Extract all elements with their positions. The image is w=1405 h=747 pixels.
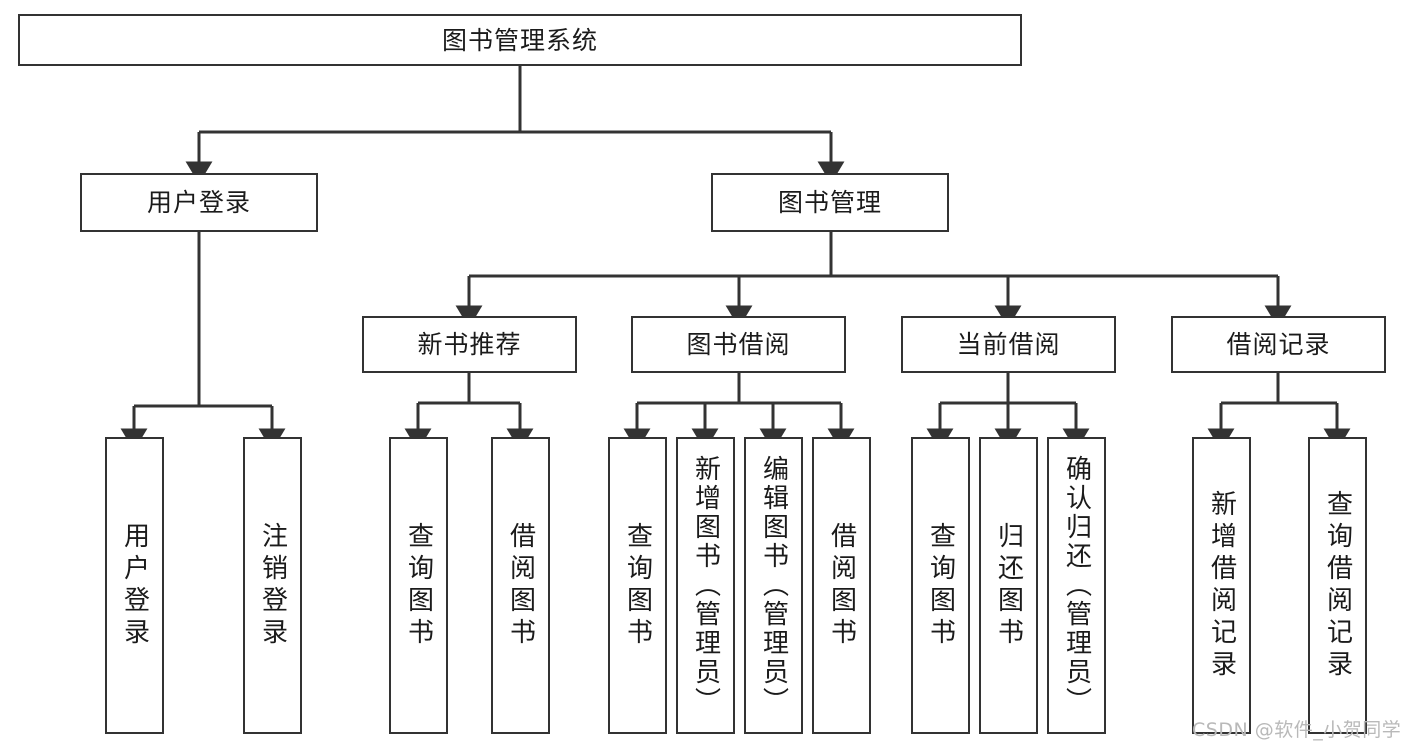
csdn-watermark: CSDN @软件_小贺同学 [1192, 719, 1402, 741]
node-label: 新增借阅记录 [1206, 489, 1237, 682]
node-label: 当前借阅 [956, 330, 1061, 359]
leaf-current-borrow-confirm-return-admin[interactable]: 确认归还（管理员） [1047, 437, 1106, 734]
leaf-new-book-query-book[interactable]: 查询图书 [389, 437, 448, 734]
node-new-book-recommend[interactable]: 新书推荐 [362, 316, 577, 373]
node-label: 查询图书 [622, 521, 653, 650]
node-root-system[interactable]: 图书管理系统 [18, 14, 1022, 66]
node-label: 图书管理系统 [441, 25, 598, 55]
node-label: 查询图书 [925, 521, 956, 650]
node-borrow-record[interactable]: 借阅记录 [1171, 316, 1386, 373]
leaf-borrow-book-edit-book-admin[interactable]: 编辑图书（管理员） [744, 437, 803, 734]
leaf-current-borrow-return-book[interactable]: 归还图书 [979, 437, 1038, 734]
node-label: 确认归还（管理员） [1061, 455, 1092, 716]
node-label: 图书管理 [777, 188, 882, 217]
node-label: 查询图书 [403, 521, 434, 650]
node-label: 新增图书（管理员） [690, 455, 721, 716]
node-label: 用户登录 [119, 521, 150, 650]
leaf-borrow-record-add-record[interactable]: 新增借阅记录 [1192, 437, 1251, 734]
node-label: 注销登录 [257, 521, 288, 650]
leaf-user-login-logout[interactable]: 注销登录 [243, 437, 302, 734]
node-label: 查询借阅记录 [1322, 489, 1353, 682]
node-book-borrow[interactable]: 图书借阅 [631, 316, 846, 373]
leaf-borrow-book-add-book-admin[interactable]: 新增图书（管理员） [676, 437, 735, 734]
node-label: 图书借阅 [686, 330, 791, 359]
leaf-borrow-book-borrow-book[interactable]: 借阅图书 [812, 437, 871, 734]
node-label: 编辑图书（管理员） [758, 455, 789, 716]
node-label: 借阅记录 [1226, 330, 1331, 359]
leaf-borrow-record-query-record[interactable]: 查询借阅记录 [1308, 437, 1367, 734]
leaf-user-login-login[interactable]: 用户登录 [105, 437, 164, 734]
node-user-login[interactable]: 用户登录 [80, 173, 318, 232]
node-label: 借阅图书 [505, 521, 536, 650]
node-label: 归还图书 [993, 521, 1024, 650]
leaf-new-book-borrow-book[interactable]: 借阅图书 [491, 437, 550, 734]
leaf-borrow-book-query-book[interactable]: 查询图书 [608, 437, 667, 734]
node-label: 借阅图书 [826, 521, 857, 650]
node-book-management[interactable]: 图书管理 [711, 173, 949, 232]
node-label: 用户登录 [146, 188, 251, 217]
leaf-current-borrow-query-book[interactable]: 查询图书 [911, 437, 970, 734]
node-current-borrow[interactable]: 当前借阅 [901, 316, 1116, 373]
node-label: 新书推荐 [417, 330, 522, 359]
